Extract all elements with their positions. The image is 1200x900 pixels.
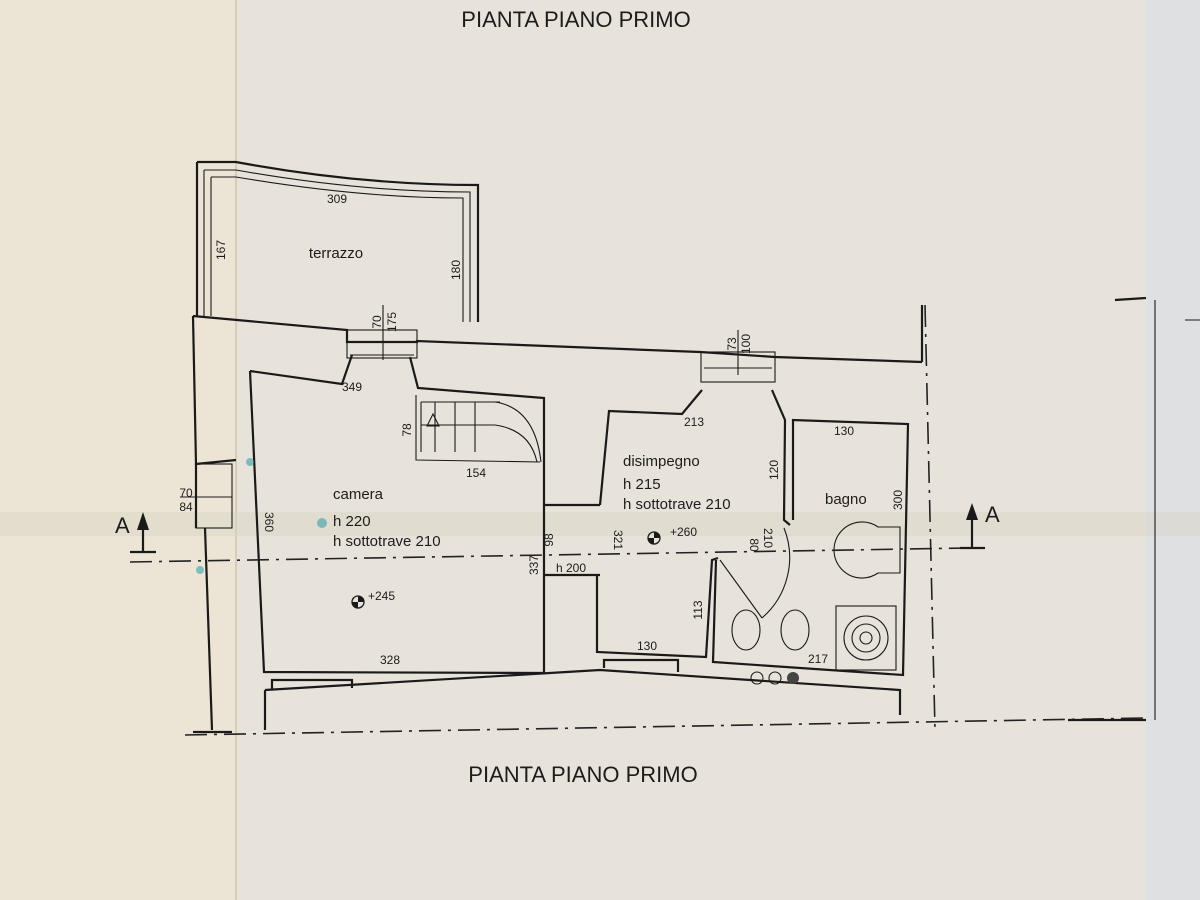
room-height-disimpegno: h 215 bbox=[623, 476, 661, 493]
paper-crease bbox=[0, 512, 1200, 536]
dim-side-window-h: 84 bbox=[179, 500, 193, 514]
level-camera: +245 bbox=[368, 589, 395, 603]
section-marker-right bbox=[960, 503, 985, 550]
title-bottom: PIANTA PIANO PRIMO bbox=[468, 762, 697, 787]
bidet-icon bbox=[731, 609, 761, 651]
dim-stair-w: 154 bbox=[466, 466, 486, 480]
room-bagno bbox=[711, 418, 910, 685]
ink-stains bbox=[196, 458, 327, 574]
level-disimpegno: +260 bbox=[670, 525, 697, 539]
room-height-camera: h 220 bbox=[333, 513, 371, 530]
corridor-walls bbox=[544, 503, 600, 577]
dim-window2-w: 73 bbox=[725, 337, 739, 351]
section-label-left: A bbox=[115, 513, 130, 538]
room-disimpegno bbox=[595, 389, 791, 659]
room-beam-height-camera: h sottotrave 210 bbox=[333, 533, 441, 550]
adjacent-plan-fragment-2 bbox=[1154, 300, 1200, 720]
dim-door-w: 80 bbox=[747, 538, 761, 552]
window-side bbox=[180, 463, 233, 529]
paper-right-panel bbox=[1146, 0, 1200, 900]
dim-camera-left: 360 bbox=[262, 512, 276, 532]
toilet-icon bbox=[780, 609, 810, 651]
dim-door-h: 210 bbox=[761, 528, 775, 548]
level-marker-disimpegno bbox=[647, 531, 661, 545]
room-camera bbox=[248, 354, 546, 675]
dim-camera-bottom: 328 bbox=[380, 653, 400, 667]
adjacent-plan-fragment bbox=[1068, 296, 1147, 722]
dim-camera-right: 337 bbox=[527, 555, 541, 575]
boundary-line bbox=[184, 304, 1147, 736]
window-disimpegno bbox=[700, 330, 776, 383]
dim-dis-top: 213 bbox=[684, 415, 704, 429]
dim-bagno-right: 300 bbox=[891, 490, 905, 510]
title-top: PIANTA PIANO PRIMO bbox=[461, 7, 690, 32]
dim-dis-right: 120 bbox=[767, 460, 781, 480]
dim-window1-h: 175 bbox=[385, 312, 399, 332]
dim-bagno-top: 130 bbox=[834, 424, 854, 438]
dim-dis-bottom: 130 bbox=[637, 639, 657, 653]
section-label-right: A bbox=[985, 502, 1000, 527]
dim-side-window-w: 70 bbox=[179, 486, 193, 500]
dim-dis-left: 321 bbox=[611, 530, 625, 550]
section-line bbox=[129, 547, 969, 563]
dim-terrazzo-right: 180 bbox=[449, 260, 463, 280]
dim-bagno-bottom: 217 bbox=[808, 652, 828, 666]
corridor-height: h 200 bbox=[556, 561, 586, 575]
dim-window1-w: 70 bbox=[370, 315, 384, 329]
room-label-camera: camera bbox=[333, 486, 384, 503]
dim-terrazzo-top: 309 bbox=[327, 192, 347, 206]
dim-stair-h: 78 bbox=[400, 423, 414, 437]
dim-camera-top: 349 bbox=[342, 380, 362, 394]
room-label-bagno: bagno bbox=[825, 491, 867, 508]
room-beam-height-disimpegno: h sottotrave 210 bbox=[623, 496, 731, 513]
room-label-terrazzo: terrazzo bbox=[309, 245, 363, 262]
dim-window2-h: 100 bbox=[739, 334, 753, 354]
room-label-disimpegno: disimpegno bbox=[623, 453, 700, 470]
dim-corridor-w: 98 bbox=[542, 533, 556, 547]
dim-dis-low: 113 bbox=[691, 600, 705, 619]
paper-center-panel bbox=[236, 0, 1146, 900]
terrazzo bbox=[195, 160, 480, 322]
section-marker-left bbox=[130, 512, 156, 554]
dim-terrazzo-left: 167 bbox=[214, 240, 228, 260]
level-marker-camera bbox=[351, 595, 365, 609]
window-terrazzo bbox=[346, 305, 418, 360]
